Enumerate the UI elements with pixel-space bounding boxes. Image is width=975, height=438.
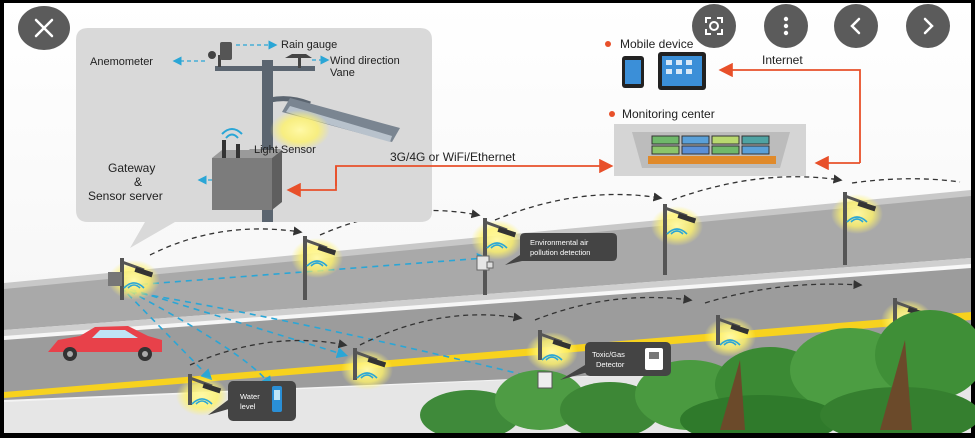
wind-vane-label-1: Wind direction [330, 55, 400, 67]
network-link-label: 3G/4G or WiFi/Ethernet [390, 150, 516, 164]
street-light [341, 348, 393, 390]
lens-button[interactable] [692, 4, 736, 48]
wind-vane-label-2: Vane [330, 67, 355, 79]
monitoring-center-label: Monitoring center [622, 107, 715, 121]
more-vertical-icon [783, 16, 789, 36]
monitor-screen [741, 135, 770, 145]
mobile-device-group: Mobile device Internet [605, 37, 861, 171]
water-label-1: Water [240, 392, 260, 401]
next-button[interactable] [906, 4, 950, 48]
toxic-callout: Toxic/Gas Detector [560, 342, 671, 380]
internet-label: Internet [762, 53, 803, 67]
water-label-2: level [240, 402, 256, 411]
light-link-arcs [149, 174, 961, 366]
light-sensor-label: Light Sensor [254, 144, 316, 156]
monitor-screen [651, 135, 680, 145]
toxic-label-2: Detector [596, 360, 625, 369]
more-options-button[interactable] [764, 4, 808, 48]
rain-gauge-label: Rain gauge [281, 39, 337, 51]
street-light [526, 330, 578, 372]
street-light [704, 315, 756, 357]
street-light [291, 236, 343, 300]
monitoring-center: Monitoring center [609, 107, 806, 176]
close-button[interactable] [18, 6, 70, 50]
toxic-gas-sensor [537, 371, 553, 389]
air-pollution-sensor [476, 255, 494, 271]
chevron-left-icon [850, 17, 861, 35]
water-callout: Water level [208, 381, 296, 421]
street-light [831, 192, 883, 265]
mobile-device-label: Mobile device [620, 37, 694, 51]
gateway-label-3: Sensor server [88, 189, 163, 203]
toxic-label-1: Toxic/Gas [592, 350, 625, 359]
env-air-callout: Environmental air pollution detection [505, 233, 617, 265]
close-icon [34, 18, 54, 38]
env-air-label-1: Environmental air [530, 238, 589, 247]
previous-button[interactable] [834, 4, 878, 48]
street-light [176, 374, 228, 416]
monitor-screen [711, 145, 740, 155]
wireless-links [119, 253, 546, 388]
monitor-screen [741, 145, 770, 155]
env-air-label-2: pollution detection [530, 248, 590, 257]
trees [420, 310, 975, 438]
lens-icon [705, 17, 723, 35]
monitor-screen [711, 135, 740, 145]
anemometer-label: Anemometer [90, 56, 153, 68]
zoom-callout-panel: Rain gauge Anemometer Wind direction Van… [76, 28, 432, 248]
gateway-label-2: & [134, 175, 142, 189]
chevron-right-icon [923, 17, 934, 35]
monitor-screen [651, 145, 680, 155]
gateway-label-1: Gateway [108, 161, 155, 175]
monitor-screen [681, 145, 710, 155]
car [48, 326, 162, 361]
gateway-box [108, 272, 122, 286]
monitor-screen [681, 135, 710, 145]
street-light [651, 204, 703, 275]
network-link: 3G/4G or WiFi/Ethernet [286, 150, 614, 198]
